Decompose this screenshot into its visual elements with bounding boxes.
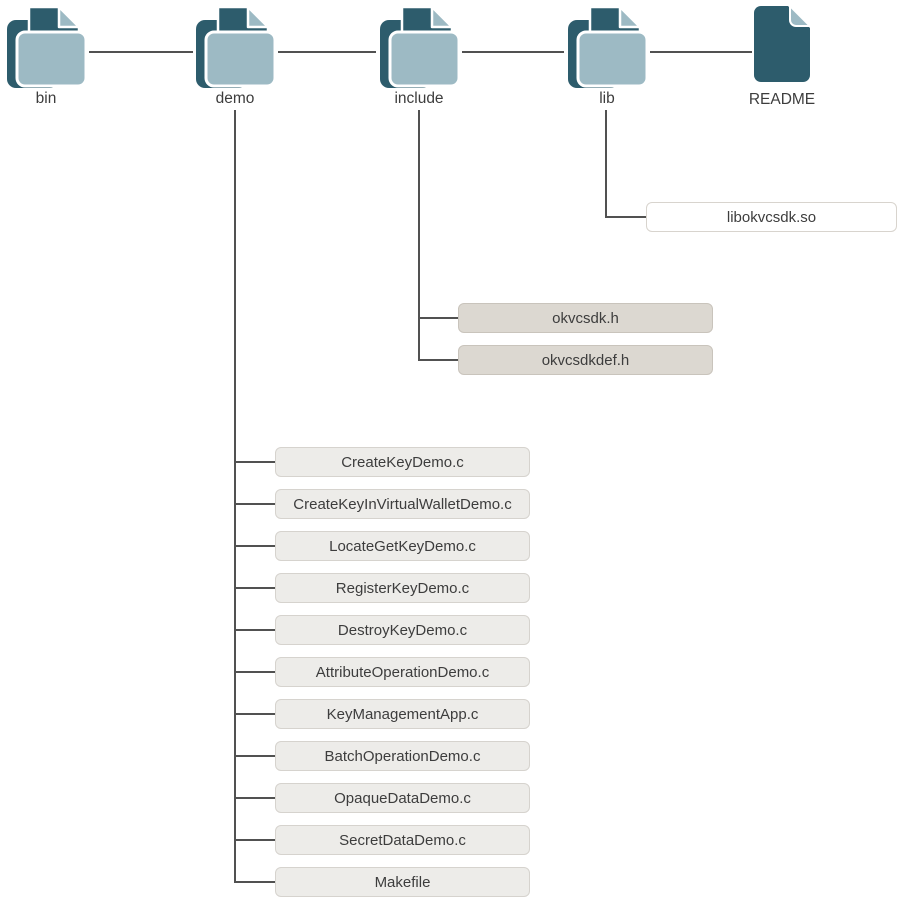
lib-trunk-line [605, 110, 607, 217]
file-box: CreateKeyInVirtualWalletDemo.c [275, 489, 530, 519]
file-box: BatchOperationDemo.c [275, 741, 530, 771]
file-box: okvcsdkdef.h [458, 345, 713, 375]
include-trunk-line [418, 110, 420, 360]
branch-line [605, 216, 646, 218]
file-box: KeyManagementApp.c [275, 699, 530, 729]
file-box: Makefile [275, 867, 530, 897]
folder-icon [7, 5, 88, 88]
file-box-label: BatchOperationDemo.c [324, 747, 481, 765]
file-box: libokvcsdk.so [646, 202, 897, 232]
connector-line [462, 51, 564, 53]
folder-icon [196, 5, 277, 88]
branch-line [234, 545, 275, 547]
file-box-label: CreateKeyInVirtualWalletDemo.c [293, 495, 512, 513]
file-box-label: Makefile [374, 873, 431, 891]
folder-label-bin: bin [35, 90, 57, 107]
branch-line [234, 881, 275, 883]
branch-line [234, 503, 275, 505]
file-icon [754, 5, 811, 82]
file-box: okvcsdk.h [458, 303, 713, 333]
folder-icon [568, 5, 649, 88]
connector-line [278, 51, 376, 53]
connector-line [89, 51, 193, 53]
file-box-label: AttributeOperationDemo.c [315, 663, 490, 681]
file-box: LocateGetKeyDemo.c [275, 531, 530, 561]
folder-node-demo: demo [193, 4, 277, 107]
branch-line [234, 587, 275, 589]
branch-line [234, 755, 275, 757]
branch-line [418, 317, 458, 319]
folder-node-bin: bin [4, 4, 88, 107]
file-box: AttributeOperationDemo.c [275, 657, 530, 687]
branch-line [234, 671, 275, 673]
file-box-label: okvcsdk.h [552, 309, 619, 327]
file-box: OpaqueDataDemo.c [275, 783, 530, 813]
branch-line [234, 839, 275, 841]
branch-line [234, 797, 275, 799]
file-box-label: okvcsdkdef.h [541, 351, 630, 369]
file-box: SecretDataDemo.c [275, 825, 530, 855]
file-box-label: KeyManagementApp.c [326, 705, 479, 723]
folder-node-include: include [377, 4, 461, 107]
file-box-label: libokvcsdk.so [726, 208, 817, 226]
file-box-label: DestroyKeyDemo.c [337, 621, 468, 639]
demo-trunk-line [234, 110, 236, 882]
file-box-label: SecretDataDemo.c [339, 831, 466, 849]
file-box-label: OpaqueDataDemo.c [334, 789, 471, 807]
file-label-readme: README [748, 91, 816, 108]
file-box: CreateKeyDemo.c [275, 447, 530, 477]
branch-line [418, 359, 458, 361]
folder-label-include: include [394, 90, 444, 107]
file-box: DestroyKeyDemo.c [275, 615, 530, 645]
branch-line [234, 461, 275, 463]
folder-label-demo: demo [215, 90, 255, 107]
file-box-label: RegisterKeyDemo.c [335, 579, 470, 597]
folder-label-lib: lib [599, 90, 615, 107]
file-box-label: LocateGetKeyDemo.c [329, 537, 476, 555]
connector-line [650, 51, 752, 53]
branch-line [234, 713, 275, 715]
file-box-label: CreateKeyDemo.c [341, 453, 464, 471]
branch-line [234, 629, 275, 631]
folder-icon [380, 5, 461, 88]
file-node-readme: README [749, 5, 815, 108]
file-box: RegisterKeyDemo.c [275, 573, 530, 603]
folder-node-lib: lib [565, 4, 649, 107]
